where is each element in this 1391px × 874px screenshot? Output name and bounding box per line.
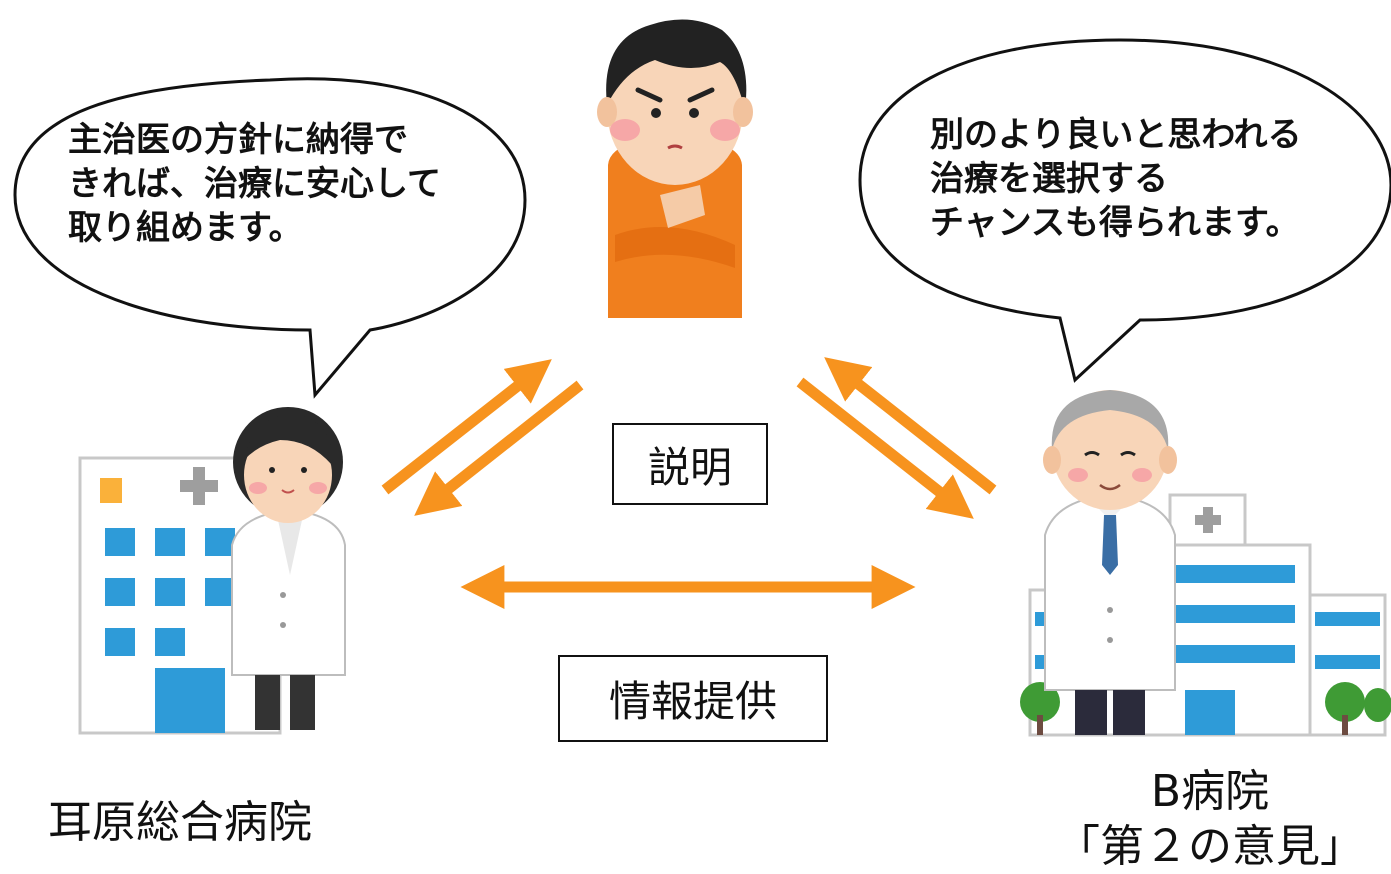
info-provision-label-box: 情報提供: [558, 655, 828, 742]
hospital-building-left-icon: [78, 456, 282, 735]
hospital-left-label: 耳原総合病院: [48, 797, 312, 848]
explanation-label: 説明: [647, 442, 732, 492]
female-doctor-icon: [231, 407, 346, 730]
senior-male-doctor-icon: [1043, 390, 1177, 735]
arrow-left-to-patient: [381, 359, 552, 495]
left-bubble-text: 主治医の方針に納得で きれば、治療に安心して 取り組めます。: [68, 120, 441, 248]
hospital-right-label: B病院: [1150, 766, 1270, 817]
arrow-patient-to-left: [414, 380, 584, 516]
patient-icon: [597, 19, 753, 318]
hospital-right-sublabel: 「第２の意見」: [1056, 821, 1364, 872]
arrows: [381, 357, 997, 609]
arrow-right-to-patient: [824, 357, 997, 495]
arrow-patient-to-right: [796, 377, 974, 519]
explanation-label-box: 説明: [612, 423, 768, 505]
right-bubble-text: 別のより良いと思われる 治療を選択する チャンスも得られます。: [930, 115, 1302, 243]
speech-bubble-left: [13, 77, 527, 399]
info-provision-label: 情報提供: [608, 677, 777, 726]
speech-bubble-right: [858, 38, 1391, 383]
